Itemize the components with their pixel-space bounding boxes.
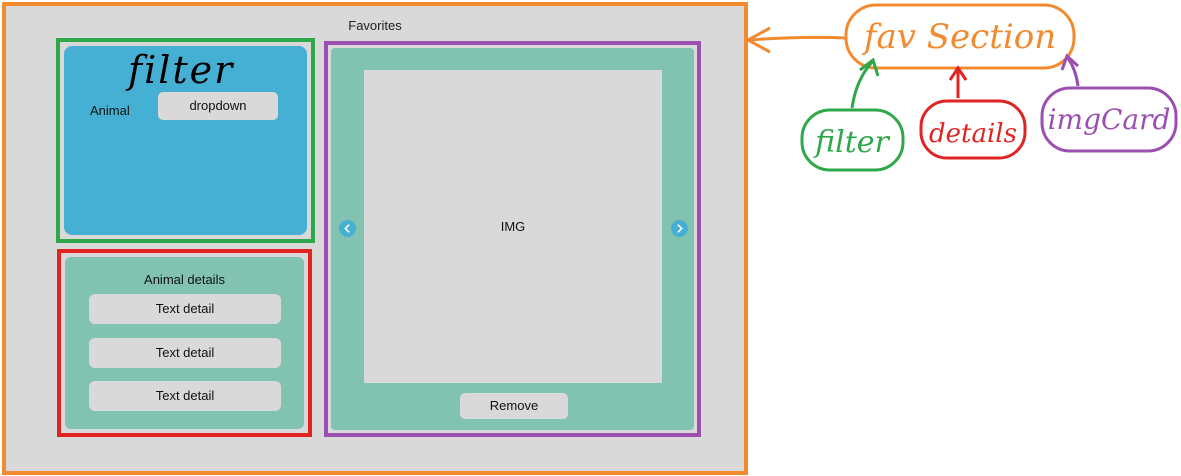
remove-button[interactable]: Remove: [460, 393, 568, 419]
favorites-title: Favorites: [348, 18, 402, 33]
img-card-arrow: [1066, 57, 1080, 87]
animal-label: Animal: [90, 103, 130, 118]
next-arrow-button[interactable]: [671, 220, 688, 237]
details-bubble: [919, 99, 1027, 160]
filter-arrowhead: [859, 57, 880, 77]
fav-section: Favorites filter Animal dropdown Animal …: [2, 2, 748, 475]
img-card-annotation: imgCard: [1048, 103, 1171, 136]
filter-frame: filter Animal dropdown: [56, 38, 315, 243]
filter-bubble: [800, 108, 905, 172]
text-detail: Text detail: [89, 338, 281, 368]
animal-dropdown[interactable]: dropdown: [158, 92, 278, 120]
text-detail: Text detail: [89, 381, 281, 411]
prev-arrow-button[interactable]: [339, 220, 356, 237]
img-card: IMG Remove: [331, 48, 694, 430]
fav-section-bubble: [844, 3, 1076, 70]
img-card-frame: IMG Remove: [324, 41, 701, 437]
chevron-left-icon: [344, 224, 350, 233]
filter-arrow: [850, 61, 874, 109]
details-frame: Animal details Text detail Text detail T…: [57, 249, 312, 437]
filter-card: filter Animal dropdown: [64, 46, 307, 235]
filter-annotation: filter: [813, 125, 890, 160]
filter-heading: filter: [128, 48, 235, 92]
details-annotation: details: [929, 119, 1017, 149]
img-label: IMG: [500, 219, 526, 234]
fav-section-arrowhead: [744, 26, 771, 54]
img-card-arrowhead: [1060, 53, 1080, 71]
chevron-right-icon: [677, 224, 683, 233]
image-placeholder: IMG: [364, 70, 662, 383]
details-arrowhead: [948, 65, 968, 81]
details-card: Animal details Text detail Text detail T…: [65, 257, 304, 429]
fav-section-arrow: [749, 35, 847, 42]
text-detail: Text detail: [89, 294, 281, 324]
details-title: Animal details: [144, 272, 225, 287]
fav-section-annotation: fav Section: [861, 17, 1056, 57]
img-card-bubble: [1040, 86, 1178, 153]
